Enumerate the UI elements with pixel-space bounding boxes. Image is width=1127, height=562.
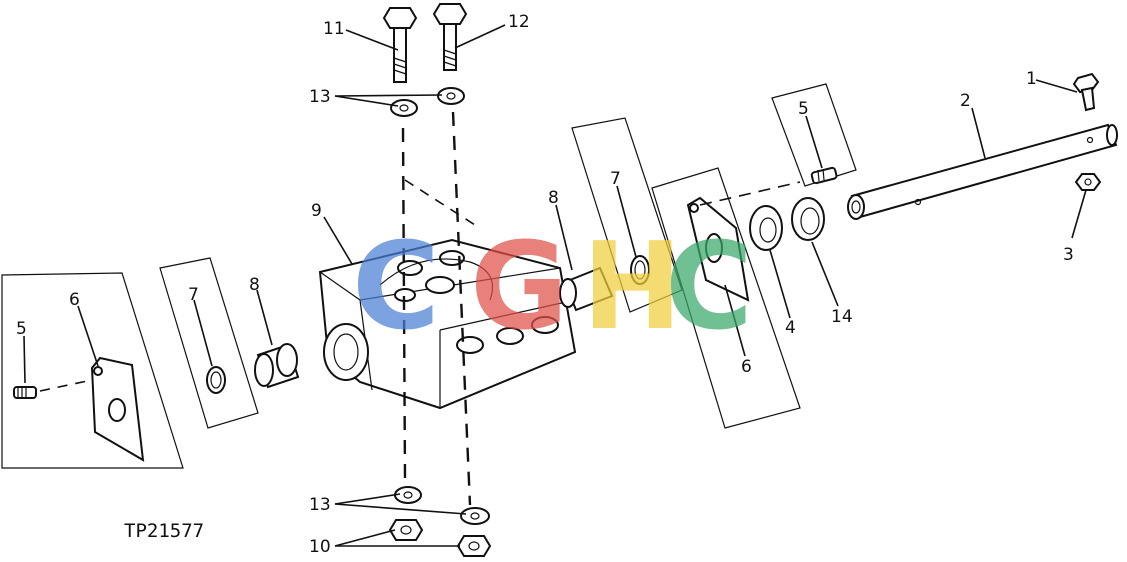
watermark-letter-c1: C	[352, 218, 440, 357]
nut-3	[1074, 173, 1102, 191]
callout-9: 9	[311, 201, 322, 221]
callout-12: 12	[508, 12, 530, 32]
callout-13-bottom: 13	[309, 495, 331, 515]
bushing-7-right	[630, 255, 650, 285]
watermark-letter-c2: C	[665, 218, 753, 357]
callout-14: 14	[831, 307, 853, 327]
callout-10: 10	[309, 537, 331, 557]
callout-7-left: 7	[188, 285, 199, 305]
right-bushing-panel	[571, 117, 683, 313]
pin-5-right	[810, 166, 838, 185]
figure-reference-code: TP21577	[124, 520, 204, 542]
callout-1: 1	[1026, 69, 1037, 89]
callout-4: 4	[785, 318, 796, 338]
screw-1	[1072, 72, 1100, 112]
washers-13-top	[390, 87, 465, 117]
washer-14	[791, 197, 825, 241]
bushing-7-left	[206, 366, 226, 394]
spacer-8-right	[559, 266, 614, 312]
callout-labels: 1 2 3 4 5 5 6 6 7 7 8 8 9 10 11 12 13 13…	[16, 12, 1074, 557]
leader-lines	[23, 24, 1087, 547]
callout-8-right: 8	[548, 188, 559, 208]
callout-11: 11	[323, 19, 345, 39]
callout-5-left: 5	[16, 319, 27, 339]
valve-block-9	[318, 238, 577, 410]
callout-6-left: 6	[69, 290, 80, 310]
watermark-letter-h: H	[582, 218, 682, 357]
watermark-logo: C G H C	[352, 218, 753, 357]
pin-5-left	[13, 386, 37, 399]
callout-13-top: 13	[309, 87, 331, 107]
right-pin-panel	[771, 83, 857, 187]
callout-8-left: 8	[249, 275, 260, 295]
watermark-letter-g: G	[470, 218, 569, 357]
spacer-8-left	[254, 343, 300, 389]
bolt-12	[432, 3, 468, 71]
washer-4	[749, 205, 783, 251]
nuts-10	[388, 519, 492, 557]
shaft-2	[847, 123, 1118, 220]
callout-5-right: 5	[798, 99, 809, 119]
bolt-11	[382, 7, 418, 83]
callout-3: 3	[1063, 245, 1074, 265]
callout-7-right: 7	[610, 169, 621, 189]
callout-2: 2	[960, 91, 971, 111]
left-plate-panel	[1, 272, 184, 469]
washers-13-bottom	[394, 486, 490, 525]
left-bushing-panel	[159, 257, 259, 429]
right-plate-panel	[651, 167, 801, 429]
callout-6-right: 6	[741, 357, 752, 377]
